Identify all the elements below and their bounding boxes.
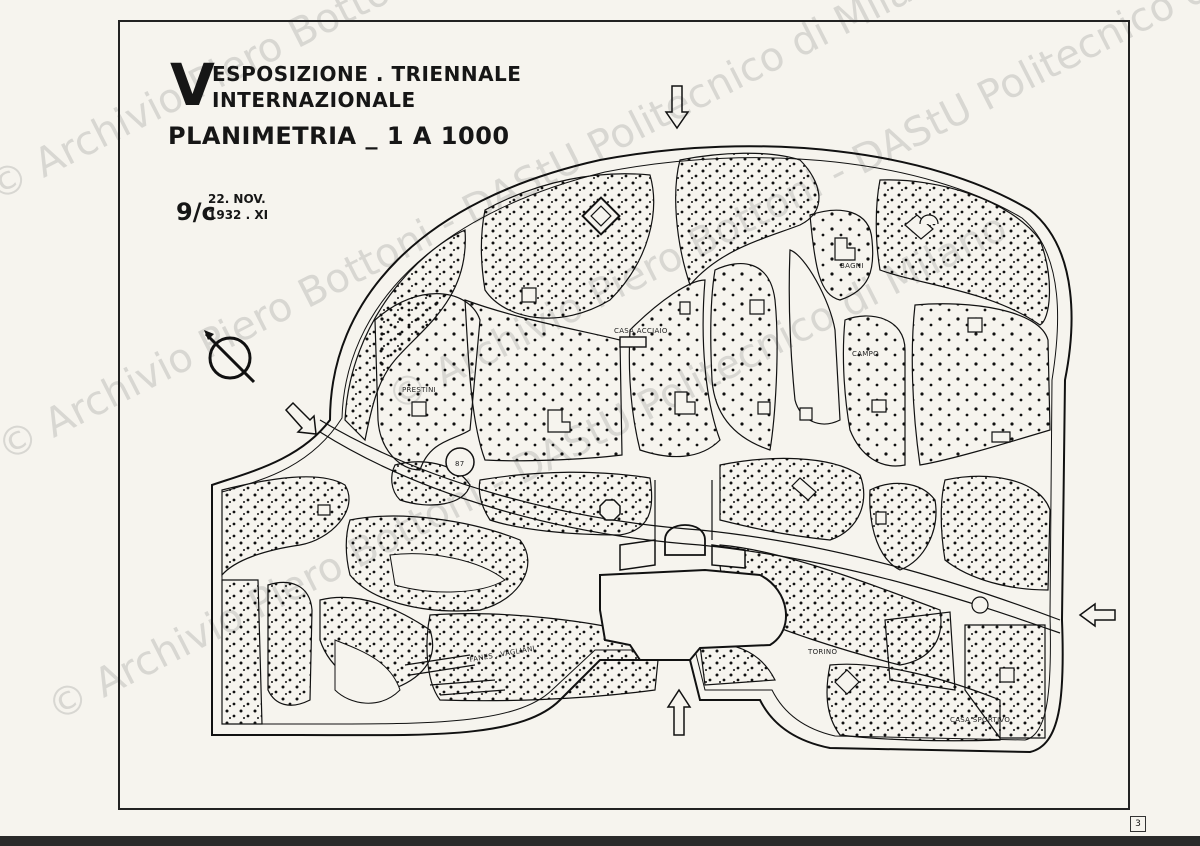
- label-torino: TORINO: [807, 648, 837, 656]
- fanes-lanes: [404, 654, 506, 696]
- entrance-arrow-icon: [284, 401, 317, 435]
- octagon-pavilion: [599, 499, 621, 521]
- garden-bed: [699, 643, 776, 686]
- tower-monument-inner: [590, 205, 612, 227]
- title-line-2: INTERNAZIONALE: [212, 88, 416, 112]
- label-casa-acciaio: CASA ACCIAIO: [614, 327, 668, 335]
- garden-bed: [710, 263, 778, 451]
- garden-bed: [628, 279, 721, 458]
- pavilions: [317, 214, 1015, 695]
- park-boundary: [211, 145, 1073, 754]
- author-initials: 9/c: [176, 198, 216, 226]
- park-boundary-inner: [221, 157, 1059, 741]
- garden-bed: [221, 579, 263, 725]
- main-promenade: [319, 431, 1061, 634]
- page-number: 3: [1130, 816, 1146, 832]
- rotonda: [445, 447, 475, 477]
- garden-bed: [334, 639, 401, 704]
- garden-bed: [389, 553, 506, 593]
- palace-building: [599, 568, 787, 661]
- garden-bed: [869, 482, 937, 571]
- garden-bed: [221, 476, 350, 577]
- garden-bed: [374, 293, 481, 471]
- main-promenade: [319, 419, 1061, 621]
- palace-wing: [711, 544, 746, 569]
- garden-bed: [675, 152, 820, 287]
- scan-edge: [0, 836, 1200, 846]
- north-arrow-icon: [204, 330, 256, 384]
- garden-bed: [267, 581, 313, 706]
- label-campo: CAMPO: [852, 350, 879, 358]
- palace-apse: [664, 524, 706, 556]
- entrance-arrow-icon: [664, 85, 690, 130]
- garden-bed: [875, 179, 1050, 326]
- date-line-2: 1932 . XI: [208, 208, 269, 222]
- garden-bed: [911, 303, 1051, 466]
- garden-bed: [480, 173, 655, 319]
- tower-monument: [581, 196, 621, 236]
- garden-bed: [842, 315, 906, 467]
- label-bagni: BAGNI: [840, 262, 864, 270]
- date-line-1: 22. NOV.: [208, 192, 266, 206]
- garden-bed: [464, 299, 623, 462]
- label-casa-sportivo: CASA SPORTIVO: [950, 716, 1010, 724]
- palace-wing: [619, 539, 656, 571]
- label-prestini: PRESTINI: [402, 386, 436, 394]
- drawing-frame: [118, 20, 1130, 810]
- label-rotonda-number: 87: [455, 460, 465, 468]
- entrance-arrow-icon: [1078, 602, 1116, 628]
- title-plan-scale: PLANIMETRIA _ 1 A 1000: [168, 122, 510, 150]
- title-numeral: V: [170, 51, 215, 119]
- garden-bed: [940, 475, 1051, 591]
- rotonda-east: [971, 596, 989, 614]
- garden-bed: [719, 457, 865, 541]
- title-line-1: ESPOSIZIONE . TRIENNALE: [212, 62, 522, 86]
- casa-acciaio: [619, 336, 647, 348]
- garden-bed: [884, 611, 956, 691]
- entrance-arrow-icon: [666, 688, 692, 736]
- garden-bed: [426, 613, 661, 702]
